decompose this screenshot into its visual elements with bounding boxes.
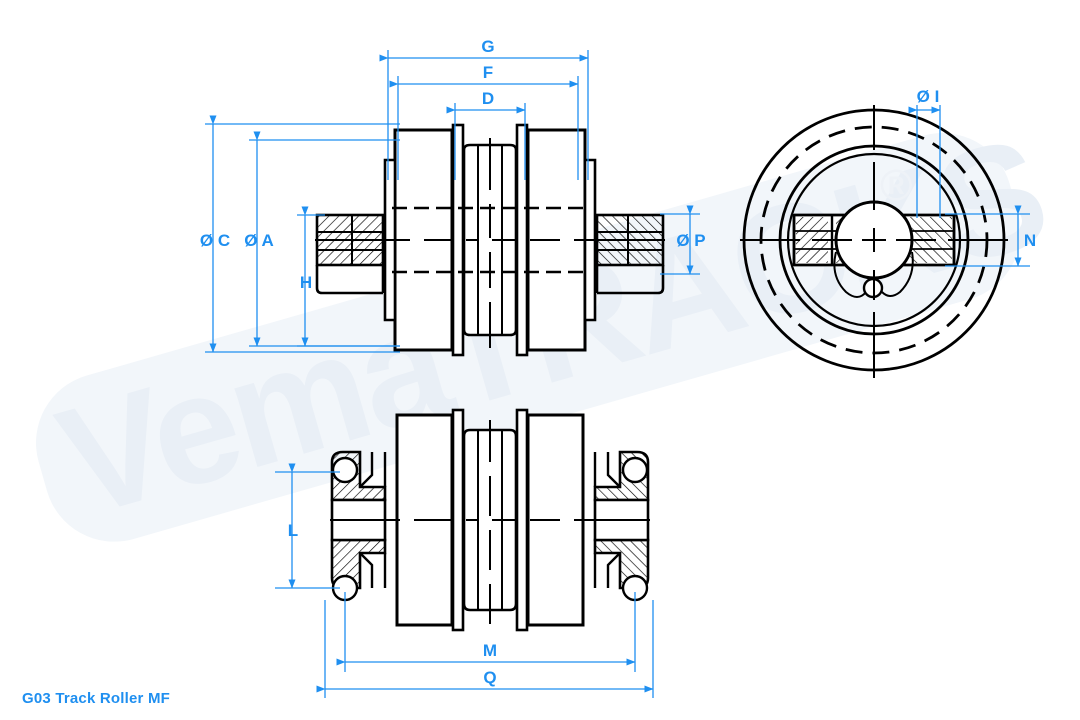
label-N: N [1024,231,1036,250]
bottom-sectional-view [330,408,650,632]
label-L: L [288,521,298,540]
bolt-hole-top-right [621,456,649,484]
label-H: H [300,273,312,292]
label-A: Ø A [244,231,274,250]
side-circular-view [740,105,1008,378]
front-sectional-view [315,123,665,357]
bolt-hole-top-left [331,456,359,484]
label-M: M [483,641,497,660]
bottom-view-dimension-labels: L M Q [288,521,497,687]
left-mounting-bracket [330,450,387,602]
label-G: G [481,37,494,56]
bottom-view-dimensions [275,463,654,698]
label-D: D [482,89,494,108]
extension-lines [205,50,700,353]
side-view-axes [740,105,1008,378]
right-mounting-bracket [593,450,650,602]
front-view-dimension-labels: G F D Ø C Ø A H Ø P [200,37,706,292]
centre-axis [315,138,665,348]
label-P: Ø P [676,231,705,250]
bottom-centre-axis [330,420,650,624]
registered-mark-icon: ® [880,161,912,210]
side-view-dimension-labels: Ø I N [917,87,1036,250]
side-view-dimensions [908,105,1030,267]
label-I: Ø I [917,87,940,106]
front-view-dimensions [205,50,700,353]
left-hub-section [315,213,385,295]
label-Q: Q [483,668,496,687]
page-title: G03 Track Roller MF [22,690,171,707]
label-F: F [483,63,493,82]
roller-body-left [383,128,454,352]
label-C: Ø C [200,231,230,250]
